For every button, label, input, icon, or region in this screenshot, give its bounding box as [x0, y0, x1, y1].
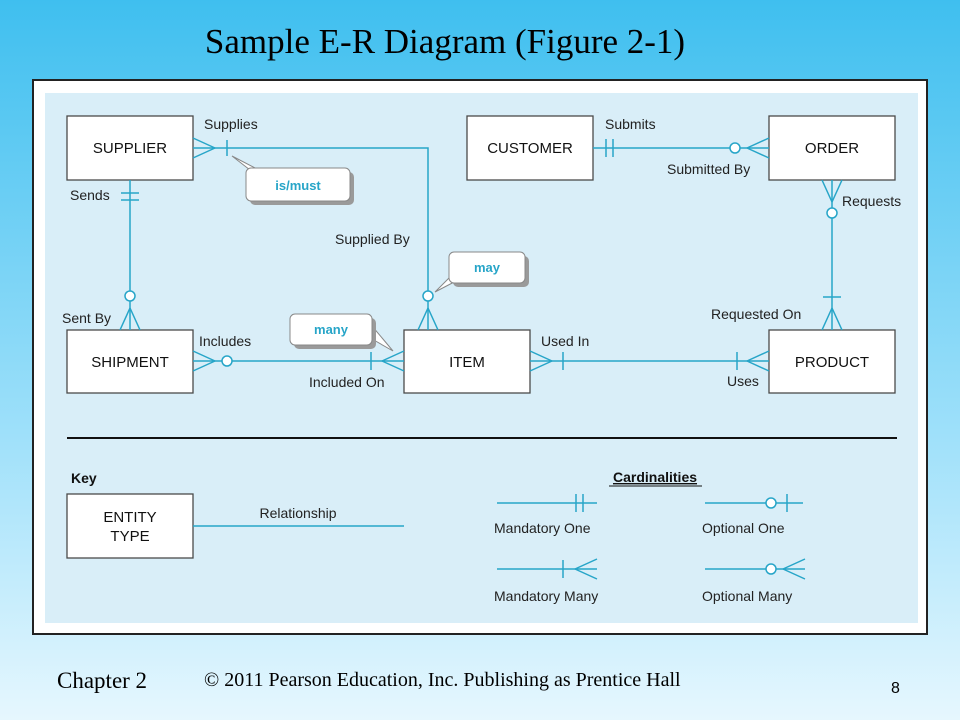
- entity-supplier: SUPPLIER: [66, 115, 194, 181]
- footer-chapter: Chapter 2: [57, 668, 148, 693]
- label-submitted-by: Submitted By: [667, 161, 750, 177]
- key-entity-type: ENTITY TYPE: [66, 493, 194, 559]
- label-sends: Sends: [70, 187, 110, 203]
- key-optional-one: Optional One: [702, 494, 803, 536]
- entity-shipment-label: SHIPMENT: [91, 354, 169, 371]
- callout-may: may: [434, 251, 529, 293]
- entity-supplier-label: SUPPLIER: [93, 140, 167, 157]
- label-submits: Submits: [605, 116, 656, 132]
- key-optional-many: Optional Many: [702, 558, 806, 604]
- entity-order-label: ORDER: [805, 140, 859, 157]
- key-entity-line1: ENTITY: [103, 509, 156, 526]
- entity-customer-label: CUSTOMER: [487, 140, 573, 157]
- relationship-requests: [821, 179, 843, 331]
- relationship-supplies: [192, 137, 439, 331]
- label-uses: Uses: [727, 373, 759, 389]
- label-used-in: Used In: [541, 333, 589, 349]
- label-sent-by: Sent By: [62, 310, 111, 326]
- footer-copyright: © 2011 Pearson Education, Inc. Publishin…: [204, 669, 681, 691]
- relationship-sends: [119, 180, 141, 331]
- key-optional-one-label: Optional One: [702, 520, 785, 536]
- entity-item: ITEM: [403, 329, 531, 394]
- entity-shipment: SHIPMENT: [66, 329, 194, 394]
- entity-customer: CUSTOMER: [466, 115, 594, 181]
- key-relationship: Relationship: [193, 505, 404, 527]
- key-relationship-label: Relationship: [259, 505, 336, 521]
- entity-item-label: ITEM: [449, 354, 485, 371]
- label-includes: Includes: [199, 333, 251, 349]
- key-mandatory-one-label: Mandatory One: [494, 520, 591, 536]
- relationship-used-in: [529, 350, 770, 372]
- key-optional-many-label: Optional Many: [702, 588, 792, 604]
- entity-order: ORDER: [768, 115, 896, 181]
- relationship-submits: [593, 137, 770, 159]
- key-mandatory-many-label: Mandatory Many: [494, 588, 598, 604]
- key-title: Key: [71, 470, 97, 486]
- key-mandatory-many: Mandatory Many: [494, 558, 598, 604]
- callout-many-text: many: [314, 322, 349, 337]
- label-supplies: Supplies: [204, 116, 258, 132]
- entity-product-label: PRODUCT: [795, 354, 869, 371]
- callout-is-must-text: is/must: [275, 178, 321, 193]
- callout-is-must: is/must: [231, 155, 354, 205]
- label-included-on: Included On: [309, 374, 385, 390]
- label-requests: Requests: [842, 193, 901, 209]
- callout-many: many: [289, 313, 394, 352]
- page-number: 8: [891, 680, 900, 697]
- cardinalities-title: Cardinalities: [613, 469, 697, 485]
- key-mandatory-one: Mandatory One: [494, 494, 597, 536]
- label-requested-on: Requested On: [711, 306, 801, 322]
- relationship-includes: [192, 350, 405, 372]
- label-supplied-by: Supplied By: [335, 231, 410, 247]
- key-entity-line2: TYPE: [110, 528, 149, 545]
- slide-title: Sample E-R Diagram (Figure 2-1): [204, 22, 686, 61]
- entity-product: PRODUCT: [768, 329, 896, 394]
- callout-may-text: may: [474, 260, 501, 275]
